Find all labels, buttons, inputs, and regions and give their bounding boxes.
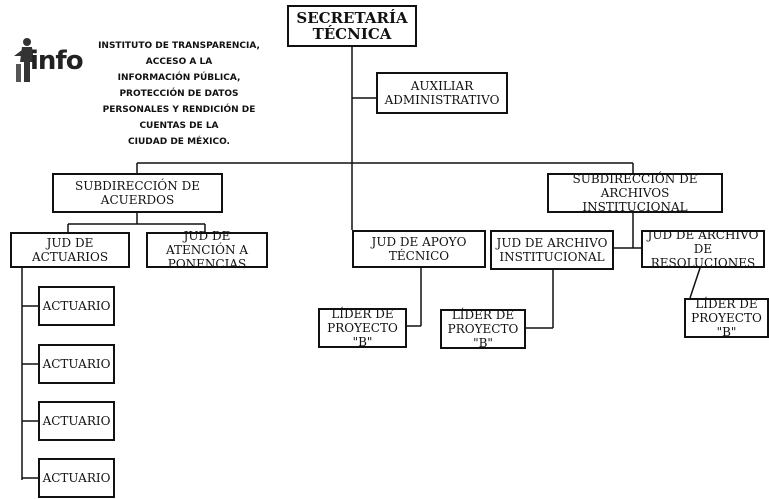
institute-name: INSTITUTO DE TRANSPARENCIA, ACCESO A LA … (98, 41, 260, 147)
actuario-box: ACTUARIO (38, 286, 115, 326)
jud-actuarios-box: JUD DE ACTUARIOS (10, 232, 130, 268)
jud-archivo-institucional-box: JUD DE ARCHIVO INSTITUCIONAL (490, 230, 614, 270)
secretaria-tecnica-box: SECRETARÍA TÉCNICA (287, 5, 417, 47)
logo-wordmark: info (30, 46, 84, 76)
subdireccion-acuerdos-box: SUBDIRECCIÓN DE ACUERDOS (52, 173, 223, 213)
jud-atencion-ponencias-box: JUD DE ATENCIÓN A PONENCIAS (146, 229, 268, 271)
actuario-box: ACTUARIO (38, 401, 115, 441)
lider-proyecto-b-apoyo-box: LÍDER DE PROYECTO "B" (318, 307, 407, 349)
lider-proyecto-b-archivo-box: LÍDER DE PROYECTO "B" (440, 308, 526, 350)
jud-archivo-resoluciones-box: JUD DE ARCHIVO DE RESOLUCIONES (641, 228, 765, 270)
actuario-box: ACTUARIO (38, 344, 115, 384)
info-figure-icon (14, 38, 34, 82)
auxiliar-administrativo-box: AUXILIAR ADMINISTRATIVO (376, 72, 508, 114)
lider-proyecto-b-resoluciones-box: LÍDER DE PROYECTO "B" (684, 297, 769, 339)
jud-apoyo-tecnico-box: JUD DE APOYO TÉCNICO (352, 230, 486, 268)
actuario-box: ACTUARIO (38, 458, 115, 498)
institute-logo (10, 36, 80, 86)
subdireccion-archivos-box: SUBDIRECCIÓN DE ARCHIVOS INSTITUCIONAL (547, 172, 723, 214)
